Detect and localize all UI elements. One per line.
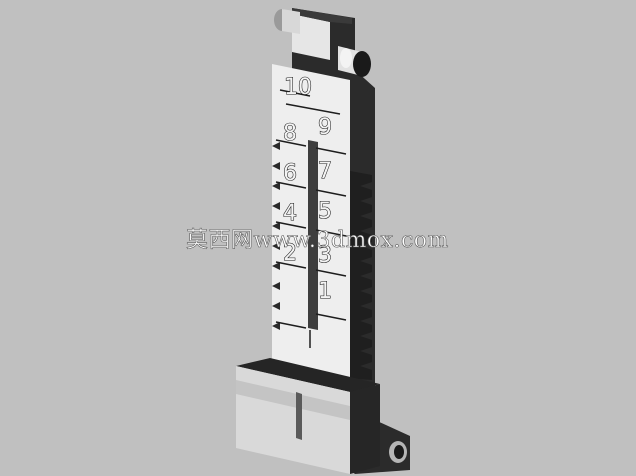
base-groove	[296, 392, 302, 440]
side-pin-highlight	[340, 48, 352, 68]
base-front-band	[236, 380, 350, 420]
scale-lines	[275, 89, 347, 348]
scale-number-left-3: 4	[283, 201, 297, 226]
scale-number-left-2: 6	[283, 161, 297, 186]
scale-number-right-4: 1	[318, 279, 332, 304]
side-pin-end	[353, 51, 371, 77]
base-top	[236, 358, 380, 392]
scale-slot	[308, 140, 318, 330]
scale-number-left-0: 10	[284, 75, 312, 100]
scale-number-right-2: 5	[318, 199, 332, 224]
bottom-hole-inner	[394, 445, 404, 459]
scale-number-left-4: 2	[283, 241, 297, 266]
left-edge-markers	[272, 142, 280, 330]
scale-number-right-0: 9	[318, 115, 332, 140]
top-pin-body	[282, 9, 300, 34]
base-side	[350, 384, 380, 474]
top-tab-face	[292, 14, 330, 60]
top-tab-side	[292, 8, 352, 24]
scale-number-left-1: 8	[283, 121, 297, 146]
toothed-edge	[345, 170, 372, 380]
scale-number-right-3: 3	[318, 243, 332, 268]
scale-number-right-1: 7	[318, 159, 332, 184]
